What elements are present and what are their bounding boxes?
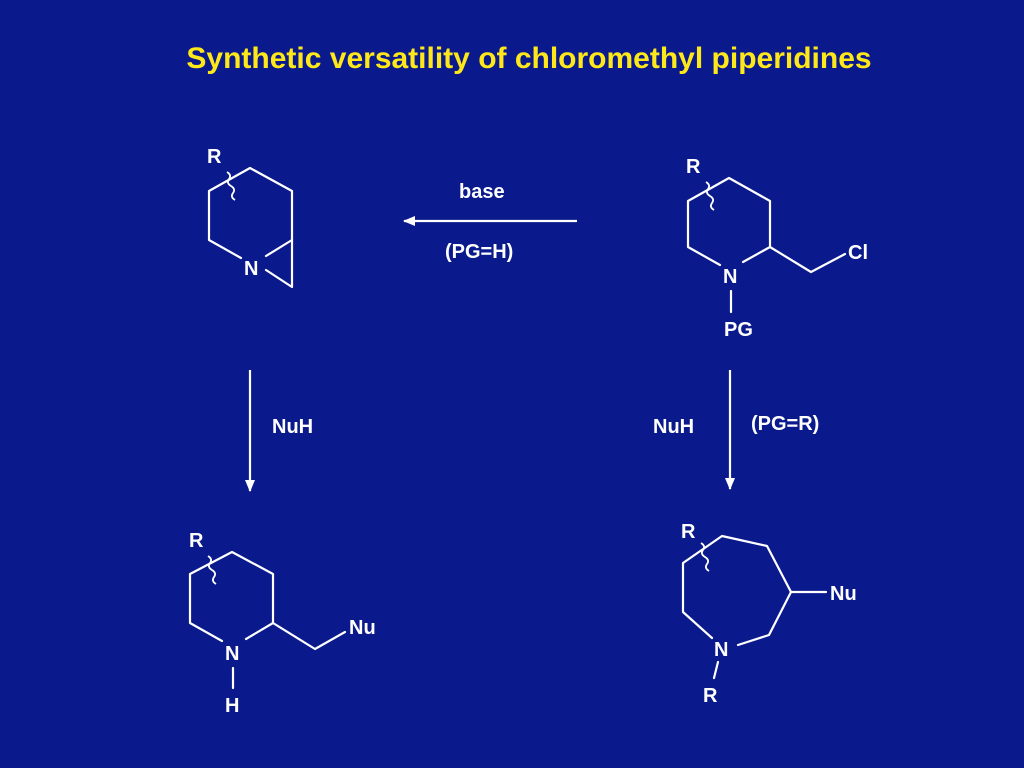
n-r-bond (712, 660, 720, 680)
nu-methyl-bonds (271, 621, 347, 651)
azabicycle-structure: R N (207, 146, 294, 289)
protecting-group-label: PG (724, 319, 753, 341)
piperidine-ring-bonds (188, 550, 275, 643)
r-label: R (207, 146, 222, 168)
r-label: R (681, 521, 696, 543)
r-label: R (686, 156, 701, 178)
chloromethyl-piperidine-structure: R N Cl PG (686, 156, 868, 341)
aziridine-ring-bonds (264, 238, 294, 289)
r-wavy-bond (700, 542, 710, 572)
n-substituent-label: R (703, 685, 718, 707)
substituted-piperidine-structure: R N H Nu (188, 530, 376, 717)
azepane-structure: R N R Nu (681, 521, 857, 707)
azepane-ring-bonds (681, 534, 793, 647)
r-wavy-bond (705, 181, 715, 211)
condition-pg-r-label: (PG=R) (751, 413, 819, 435)
nucleophile-label: Nu (830, 583, 857, 605)
r-wavy-bond (226, 171, 236, 201)
slide-title: Synthetic versatility of chloromethyl pi… (186, 42, 872, 75)
reagent-nuh-label: NuH (272, 416, 313, 438)
reagent-nuh-label: NuH (653, 416, 694, 438)
r-label: R (189, 530, 204, 552)
hydrogen-label: H (225, 695, 239, 717)
ring-nitrogen-label: N (714, 639, 728, 661)
piperidine-ring-bonds (686, 176, 772, 267)
reagent-base-label: base (459, 181, 505, 203)
chlorine-label: Cl (848, 242, 868, 264)
ring-nitrogen-label: N (723, 266, 737, 288)
bicycle-ring-bonds (207, 166, 294, 260)
ring-nitrogen-label: N (225, 643, 239, 665)
arrow-ring-expansion: NuH (PG=R) (653, 370, 819, 490)
r-wavy-bond (207, 555, 217, 585)
condition-pg-h-label: (PG=H) (445, 241, 513, 263)
nucleophile-label: Nu (349, 617, 376, 639)
arrow-nucleophilic-opening: NuH (245, 370, 313, 492)
arrow-base-cyclization: base (PG=H) (403, 181, 577, 263)
chloromethyl-bonds (768, 245, 847, 274)
bridgehead-nitrogen-label: N (244, 258, 258, 280)
